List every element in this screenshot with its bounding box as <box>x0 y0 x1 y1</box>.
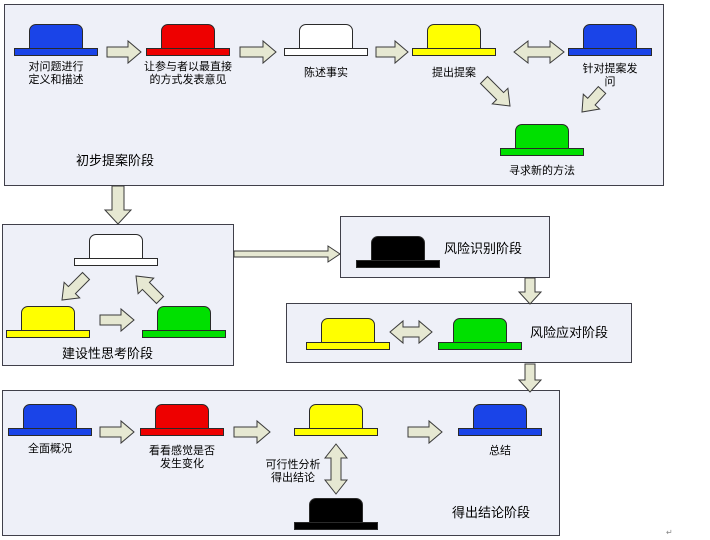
caption-white-facts: 陈述事实 <box>304 66 348 79</box>
yellow-hat-constructive <box>6 306 90 338</box>
black-hat-conclusion <box>294 498 378 530</box>
caption-green-new-methods: 寻求新的方法 <box>509 164 575 177</box>
red-hat-feelings <box>140 404 224 436</box>
arrow-risk-respond-to-conclusion <box>517 363 543 393</box>
yellow-hat-proposal <box>412 24 496 56</box>
stage-label-risk-identify: 风险识别阶段 <box>444 242 523 257</box>
stage-label-initial: 初步提案阶段 <box>76 154 155 169</box>
caption-red-feelings: 看看感觉是否发生变化 <box>149 444 215 470</box>
yellow-hat-risk-respond <box>306 318 390 350</box>
blue-hat-define <box>14 24 98 56</box>
green-hat-risk-respond <box>438 318 522 350</box>
caption-blue-define: 对问题进行定义和描述 <box>28 60 84 86</box>
panel-conclusion <box>2 390 560 536</box>
caption-yellow-proposal: 提出提案 <box>432 66 476 79</box>
stage-label-risk-respond: 风险应对阶段 <box>530 326 609 341</box>
caption-blue-overview: 全面概况 <box>28 442 72 455</box>
white-hat-constructive <box>74 234 158 266</box>
black-hat-risk-identify <box>356 236 440 268</box>
red-hat-opinions <box>146 24 230 56</box>
blue-hat-summary <box>458 404 542 436</box>
caption-blue-summary: 总结 <box>489 444 511 457</box>
caption-yellow-feasibility: 可行性分析得出结论 <box>265 458 321 484</box>
paragraph-mark: ↵ <box>666 528 673 537</box>
blue-hat-questions <box>568 24 652 56</box>
white-hat-facts <box>284 24 368 56</box>
caption-red-opinions: 让参与者以最直接的方式发表意见 <box>144 60 232 86</box>
arrow-risk-identify-to-respond <box>517 277 543 305</box>
blue-hat-overview <box>8 404 92 436</box>
green-hat-new-methods <box>500 124 584 156</box>
caption-blue-questions: 针对提案发问 <box>582 62 638 88</box>
yellow-hat-feasibility <box>294 404 378 436</box>
green-hat-constructive <box>142 306 226 338</box>
stage-label-constructive: 建设性思考阶段 <box>62 347 154 362</box>
stage-label-conclusion: 得出结论阶段 <box>452 506 531 521</box>
arrow-constructive-to-risk-identify <box>233 245 341 263</box>
arrow-initial-to-constructive <box>103 185 133 225</box>
